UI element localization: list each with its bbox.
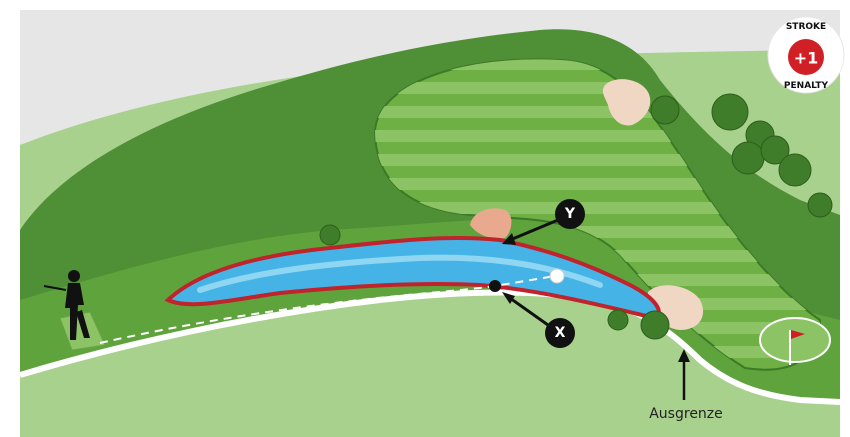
tree-icon <box>779 154 811 186</box>
tree-icon <box>320 225 340 245</box>
point-x <box>489 280 501 292</box>
boundary-label: Ausgrenze <box>649 406 723 422</box>
tree-icon <box>651 96 679 124</box>
penalty-badge-icon: +1 STROKE PENALTY <box>768 17 844 93</box>
penalty-badge-value: +1 <box>794 49 819 68</box>
tree-icon <box>732 142 764 174</box>
tree-icon <box>608 310 628 330</box>
tree-icon <box>641 311 669 339</box>
marker-x-label: X <box>555 325 566 341</box>
marker-y-label: Y <box>564 206 576 222</box>
ball-icon <box>550 269 564 283</box>
tree-icon <box>808 193 832 217</box>
putting-green <box>760 318 830 362</box>
penalty-badge-top: STROKE <box>786 22 826 32</box>
tree-icon <box>712 94 748 130</box>
penalty-badge-bottom: PENALTY <box>784 81 829 91</box>
